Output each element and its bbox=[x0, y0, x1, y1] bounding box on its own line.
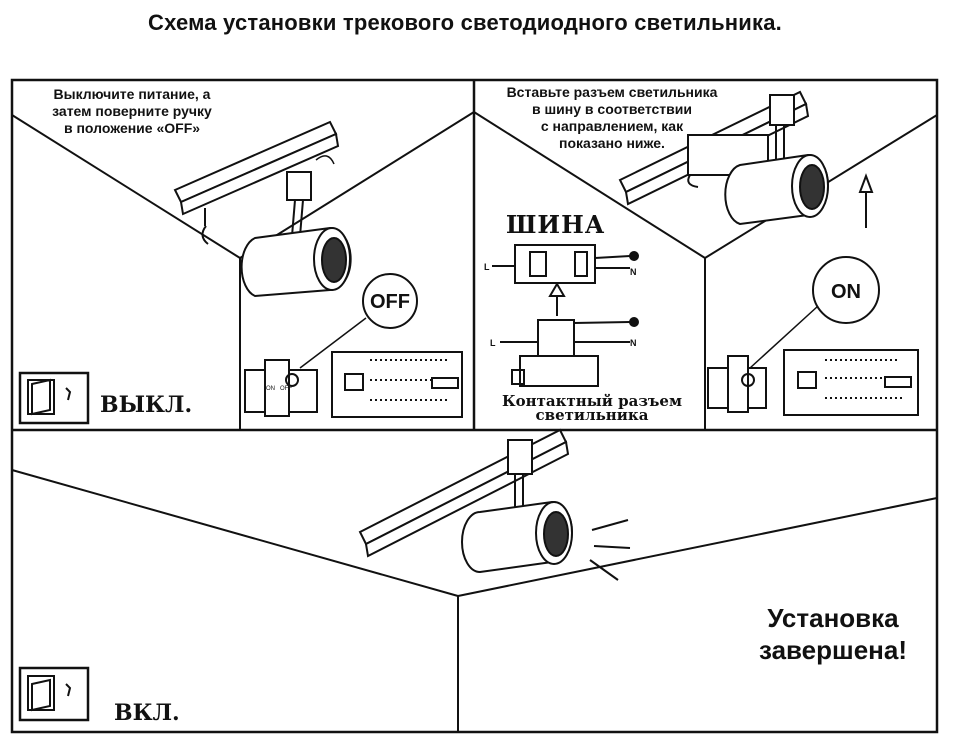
rail-label: ШИНА bbox=[506, 210, 606, 239]
up-arrow-install bbox=[858, 173, 874, 228]
switch-icon-on bbox=[18, 666, 90, 722]
small-on-mark: ON bbox=[266, 386, 275, 392]
panel-4-room bbox=[11, 469, 938, 732]
adapter-plate-1 bbox=[331, 351, 463, 418]
track-rail-1 bbox=[173, 120, 340, 245]
page-title: Схема установки трекового светодиодного … bbox=[148, 10, 782, 35]
terminal-n-top: N bbox=[630, 267, 637, 277]
connector-detail-1 bbox=[244, 359, 318, 417]
connector-detail-2 bbox=[707, 355, 767, 413]
adapter-plate-2 bbox=[783, 349, 919, 416]
lamp-1 bbox=[240, 155, 352, 298]
switch-on-label: ВКЛ. bbox=[114, 700, 180, 726]
rail-profile bbox=[492, 244, 639, 284]
light-rays bbox=[589, 519, 631, 581]
lamp-3 bbox=[461, 439, 573, 574]
luminaire-connector bbox=[500, 317, 639, 387]
on-callout-label: ON bbox=[831, 281, 861, 303]
step2-instruction: Вставьте разъем светильника в шину в соо… bbox=[506, 84, 718, 151]
connector-label: Контактный разъем светильника bbox=[502, 392, 682, 424]
lamp-2 bbox=[724, 94, 829, 226]
track-rail-2 bbox=[618, 90, 810, 206]
installation-complete-message: Установка завершена! bbox=[759, 603, 907, 665]
switch-off-label: ВЫКЛ. bbox=[100, 392, 193, 418]
terminal-l-bottom: L bbox=[490, 338, 496, 348]
small-off-mark: OFF bbox=[280, 386, 292, 392]
up-arrow-rail bbox=[548, 282, 566, 316]
step1-instruction: Выключите питание, а затем поверните руч… bbox=[52, 86, 212, 136]
terminal-l-top: L bbox=[484, 262, 490, 272]
off-callout-circle bbox=[362, 273, 418, 329]
terminal-n-bottom: N bbox=[630, 338, 637, 348]
switch-icon-off bbox=[18, 371, 90, 425]
off-callout-label: OFF bbox=[370, 291, 410, 313]
on-callout-circle bbox=[812, 256, 880, 324]
